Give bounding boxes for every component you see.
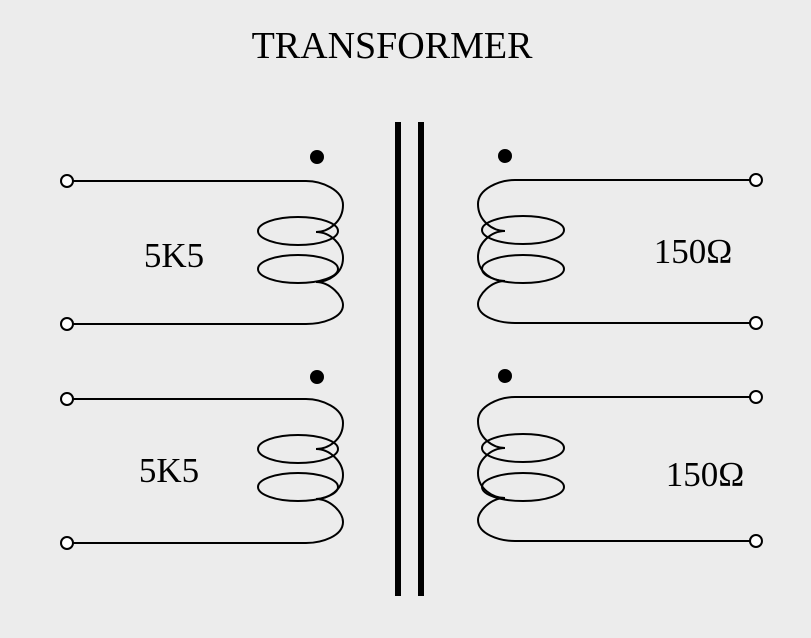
secondary-upper-terminal-top[interactable] bbox=[749, 173, 763, 187]
secondary-lower-winding: 150Ω bbox=[476, 369, 763, 548]
secondary-lower-polarity-dot bbox=[498, 369, 512, 383]
primary-upper-wire bbox=[73, 180, 345, 325]
primary-lower-terminal-bottom[interactable] bbox=[60, 536, 74, 550]
primary-lower-turn-1 bbox=[257, 434, 339, 464]
primary-lower-polarity-dot bbox=[310, 370, 324, 384]
secondary-lower-label: 150Ω bbox=[666, 455, 745, 494]
secondary-lower-turn-2 bbox=[481, 472, 565, 502]
secondary-lower-terminal-bottom[interactable] bbox=[749, 534, 763, 548]
primary-upper-turn-1 bbox=[257, 216, 339, 246]
secondary-upper-label: 150Ω bbox=[654, 232, 733, 271]
secondary-upper-polarity-dot bbox=[498, 149, 512, 163]
primary-upper-turn-2 bbox=[257, 254, 339, 284]
primary-upper-terminal-top[interactable] bbox=[60, 174, 74, 188]
primary-lower-winding: 5K5 bbox=[60, 370, 345, 550]
secondary-upper-turn-2 bbox=[481, 254, 565, 284]
secondary-upper-wire bbox=[476, 179, 750, 324]
secondary-upper-winding: 150Ω bbox=[476, 149, 763, 330]
secondary-lower-terminal-top[interactable] bbox=[749, 390, 763, 404]
secondary-lower-turn-1 bbox=[481, 433, 565, 463]
primary-lower-terminal-top[interactable] bbox=[60, 392, 74, 406]
primary-lower-label: 5K5 bbox=[139, 451, 199, 490]
secondary-upper-turn-1 bbox=[481, 215, 565, 245]
secondary-upper-terminal-bottom[interactable] bbox=[749, 316, 763, 330]
secondary-lower-wire bbox=[476, 396, 750, 542]
primary-upper-terminal-bottom[interactable] bbox=[60, 317, 74, 331]
primary-lower-wire bbox=[73, 398, 345, 544]
diagram-title: TRANSFORMER bbox=[252, 25, 533, 67]
primary-upper-winding: 5K5 bbox=[60, 150, 345, 331]
primary-lower-turn-2 bbox=[257, 472, 339, 502]
primary-upper-label: 5K5 bbox=[144, 236, 204, 275]
primary-upper-polarity-dot bbox=[310, 150, 324, 164]
